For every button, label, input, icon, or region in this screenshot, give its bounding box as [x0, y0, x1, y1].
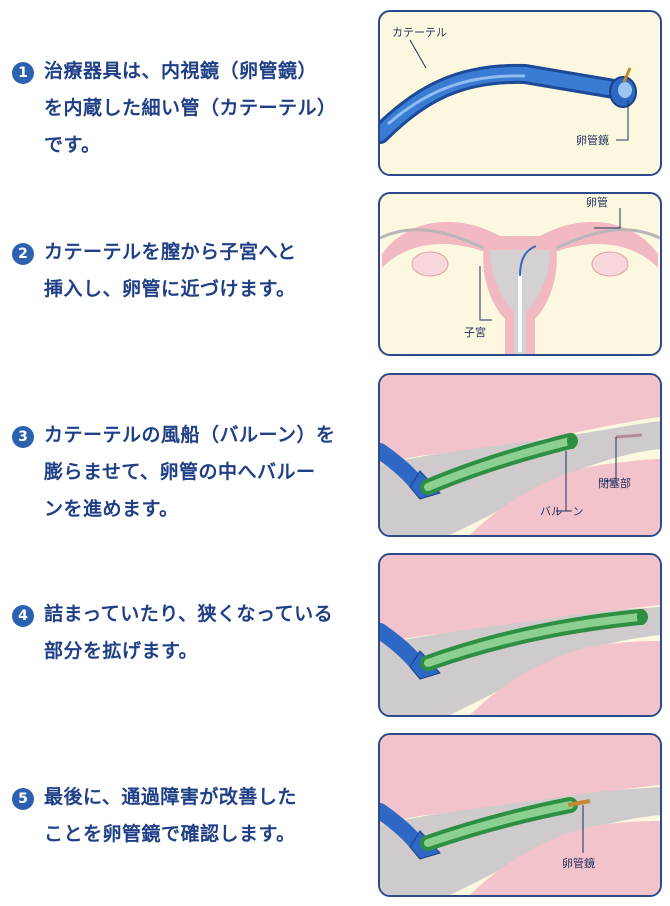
step-1-line-2: を内蔵した細い管（カテーテル） [44, 97, 337, 119]
uterus-label: 子宮 [464, 325, 486, 339]
step-number-badge: 3 [12, 426, 34, 448]
uterus-illustration: 卵管 子宮 [380, 195, 660, 354]
step-4-line-1: 詰まっていたり、狭くなっている [44, 603, 334, 625]
step-3-line-1: カテーテルの風船（バルーン）を [44, 424, 336, 446]
dilation-illustration [380, 555, 660, 715]
step-1-illustration: カテーテル 卵管鏡 [378, 10, 662, 176]
step-number-badge: 5 [12, 788, 34, 810]
step-number-badge: 2 [12, 243, 34, 265]
step-4-line-2: 部分を拡げます。 [44, 640, 199, 662]
step-4-illustration [378, 553, 662, 717]
scope-confirmation-illustration: 卵管鏡 [380, 735, 660, 895]
tube-label: 卵管 [586, 195, 608, 209]
step-5-line-2: ことを卵管鏡で確認します。 [44, 823, 296, 845]
step-3-illustration: 閉塞部 バルーン [378, 373, 662, 537]
step-2-line-1: カテーテルを膣から子宮へと [44, 241, 297, 263]
catheter-label: カテーテル [392, 26, 447, 39]
step-2-illustration: 卵管 子宮 [378, 192, 662, 356]
step-2-line-2: 挿入し、卵管に近づけます。 [44, 278, 296, 300]
step-3-line-2: 膨らませて、卵管の中へバルー [44, 461, 316, 483]
step-5-line-1: 最後に、通過障害が改善した [44, 786, 297, 808]
scope-label: 卵管鏡 [576, 133, 609, 147]
blockage-label: 閉塞部 [598, 476, 631, 490]
catheter-illustration: カテーテル 卵管鏡 [380, 26, 637, 147]
step-number-badge: 1 [12, 62, 34, 84]
step-5-illustration: 卵管鏡 [378, 733, 662, 897]
balloon-insertion-illustration: 閉塞部 バルーン [380, 375, 660, 535]
scope-label: 卵管鏡 [562, 856, 595, 870]
balloon-label: バルーン [540, 505, 583, 518]
step-1-line-3: です。 [44, 134, 101, 156]
step-number-badge: 4 [12, 605, 34, 627]
step-1-line-1: 治療器具は、内視鏡（卵管鏡） [44, 60, 318, 82]
step-3-line-3: ンを進めます。 [44, 498, 179, 520]
